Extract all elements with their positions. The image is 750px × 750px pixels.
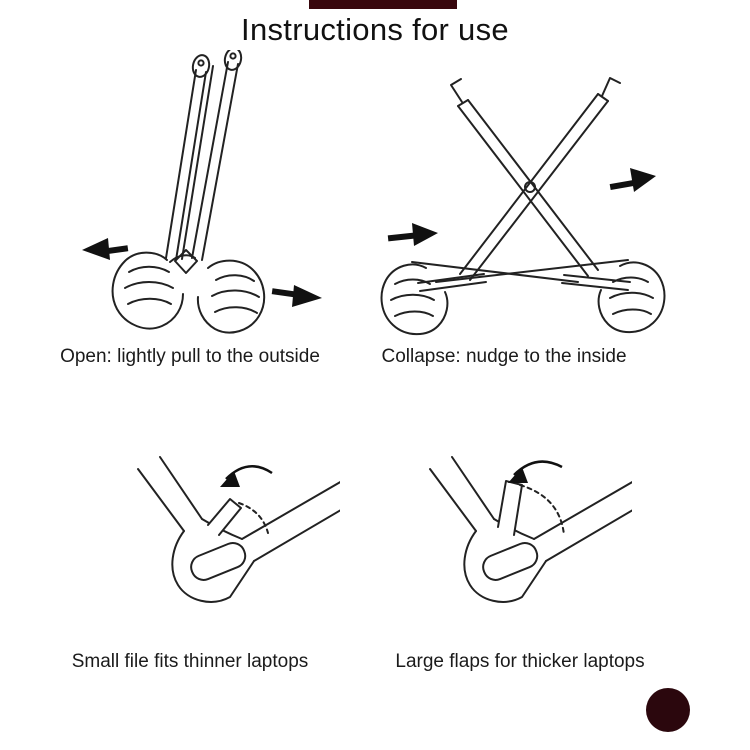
illustration-collapse-stand [380,77,666,336]
right-hand [196,259,266,334]
small-flap [207,498,269,536]
panel-collapse-stand [372,70,672,350]
panel-open-stand [70,50,330,350]
illustration-open-stand [82,50,322,334]
right-hand [597,261,666,334]
panel-small-flap [120,445,340,635]
open-stand-frame [411,77,631,292]
corner-bracket [137,456,340,603]
page-title: Instructions for use [241,12,509,47]
left-hand [111,251,196,330]
panel-large-flap [412,445,632,635]
arrow-right-icon [271,285,322,307]
caption-open: Open: lightly pull to the outside [60,346,320,367]
top-banner-remnant [309,0,457,9]
left-hand [380,263,449,336]
rotate-arrow-icon [508,460,563,483]
caption-small-flap: Small file fits thinner laptops [71,651,309,672]
corner-dot [646,688,690,732]
corner-bracket [429,456,632,603]
folded-stand [165,50,243,274]
arrow-right-icon [387,223,438,246]
arrow-right-icon [609,168,656,192]
arrow-left-icon [82,238,129,260]
illustration-large-flap [429,456,632,603]
rotate-arrow-icon [220,465,273,487]
caption-collapse: Collapse: nudge to the inside [381,346,627,367]
caption-large-flap: Large flaps for thicker laptops [395,651,645,672]
illustration-small-flap [137,456,340,603]
large-flap [497,480,565,536]
